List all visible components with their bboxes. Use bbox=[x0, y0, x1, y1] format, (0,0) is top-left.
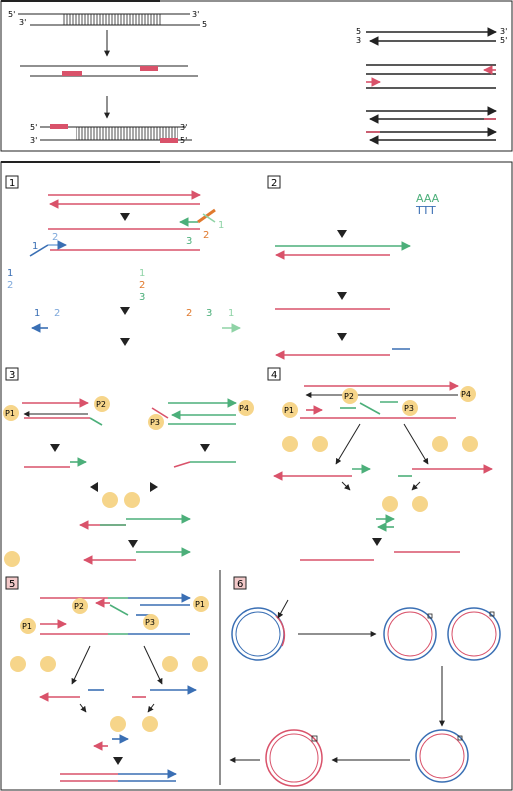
label-5prime: 5 bbox=[356, 27, 361, 36]
label-5prime: 5' bbox=[180, 136, 187, 145]
primer-label: P4 bbox=[461, 390, 471, 399]
label-3prime: 3 bbox=[356, 36, 361, 45]
primer-circle bbox=[412, 496, 428, 512]
panel-label: 6 bbox=[237, 579, 243, 590]
legend-1: 1 bbox=[7, 268, 13, 279]
primer-circle bbox=[192, 656, 208, 672]
extended-duplex: 5' 3' 3' 5' bbox=[30, 123, 192, 145]
primer-circle bbox=[312, 436, 328, 452]
primer-p2 bbox=[342, 388, 358, 404]
label-3prime: 3' bbox=[180, 123, 187, 132]
panel-label: 4 bbox=[271, 370, 277, 381]
panel-2: 2 AAA TTT bbox=[267, 175, 440, 360]
label-2: 2 bbox=[203, 230, 209, 241]
plasmid-2 bbox=[383, 607, 437, 661]
primer-label: P4 bbox=[239, 404, 249, 413]
primer-label: P1 bbox=[5, 409, 15, 418]
label-1: 1 bbox=[218, 220, 224, 231]
label-1: 1 bbox=[32, 241, 38, 252]
primer-circle bbox=[124, 492, 140, 508]
primer-label: P3 bbox=[404, 404, 414, 413]
primer-label: P1 bbox=[22, 622, 32, 631]
primer-p1 bbox=[3, 405, 19, 421]
primer-circle bbox=[432, 436, 448, 452]
label-5prime: 5' bbox=[8, 10, 15, 19]
panel-5: 5 P1 P2 P3 P1 bbox=[5, 576, 209, 782]
panel-label: 5 bbox=[9, 579, 15, 590]
primer-label: P1 bbox=[284, 406, 294, 415]
panel-label-box bbox=[5, 175, 19, 189]
primer-p4 bbox=[238, 400, 254, 416]
label-5prime: 5 bbox=[202, 20, 207, 29]
primer-p3 bbox=[402, 400, 418, 416]
primer-circle bbox=[40, 656, 56, 672]
primer-circle bbox=[4, 551, 20, 567]
primer-circle bbox=[102, 492, 118, 508]
primer-p1 bbox=[20, 618, 36, 634]
plasmid-5 bbox=[265, 729, 323, 787]
label-1: 1 bbox=[228, 308, 234, 319]
sequence-aaa: AAA bbox=[416, 192, 440, 205]
label-3prime: 3' bbox=[30, 136, 37, 145]
plasmid-3 bbox=[447, 607, 501, 661]
primer-p3 bbox=[148, 414, 164, 430]
primer-p2 bbox=[72, 598, 88, 614]
primer-label: P1 bbox=[195, 600, 205, 609]
primer-circle bbox=[110, 716, 126, 732]
primer-label: P2 bbox=[344, 392, 354, 401]
panel-label: 1 bbox=[9, 178, 15, 189]
label-5prime: 5' bbox=[30, 123, 37, 132]
primer-p1 bbox=[282, 402, 298, 418]
label-3: 3 bbox=[186, 236, 192, 247]
legend-1: 1 bbox=[139, 268, 145, 279]
primer-p2 bbox=[94, 396, 110, 412]
label-3: 3 bbox=[206, 308, 212, 319]
top-panel: 5' 3' 3' 5 5' 3' 3' 5' bbox=[0, 0, 513, 152]
sequence-ttt: TTT bbox=[415, 204, 436, 217]
primer-label: P2 bbox=[74, 602, 84, 611]
primer-p1 bbox=[193, 596, 209, 612]
primer-label: P3 bbox=[150, 418, 160, 427]
panel-6: 6 bbox=[229, 576, 501, 787]
label-1: 1 bbox=[34, 308, 40, 319]
label-3prime: 3' bbox=[192, 10, 199, 19]
panel-3: 3 P1 P2 P3 P4 bbox=[3, 367, 254, 567]
primer-circle bbox=[142, 716, 158, 732]
label-2: 2 bbox=[186, 308, 192, 319]
label-3prime: 3' bbox=[19, 18, 26, 27]
label-2: 2 bbox=[52, 232, 58, 243]
plasmid-1 bbox=[231, 599, 289, 661]
label-3prime: 3' bbox=[500, 27, 507, 36]
legend-2: 2 bbox=[139, 280, 145, 291]
primer-circle bbox=[282, 436, 298, 452]
dsdna-duplex: 5' 3' 3' 5 bbox=[8, 10, 207, 29]
label-2: 2 bbox=[54, 308, 60, 319]
label-5prime: 5' bbox=[500, 36, 507, 45]
primer-label: P2 bbox=[96, 400, 106, 409]
legend-3: 3 bbox=[139, 292, 145, 303]
separated-strands bbox=[20, 65, 198, 77]
plasmid-4 bbox=[415, 729, 469, 783]
panel-4: 4 P4 P2 P3 P1 bbox=[267, 367, 493, 561]
primer-p4 bbox=[460, 386, 476, 402]
primer-circle bbox=[462, 436, 478, 452]
legend-2: 2 bbox=[7, 280, 13, 291]
primer-label: P3 bbox=[145, 618, 155, 627]
top-right-schematic: 5 3 3' 5' bbox=[356, 27, 507, 145]
panel-label: 3 bbox=[9, 370, 15, 381]
primer-block bbox=[62, 71, 82, 76]
primer-block bbox=[140, 66, 158, 71]
bottom-panel-frame bbox=[0, 161, 513, 791]
arrowhead-down bbox=[120, 213, 130, 221]
panel-1: 1 1 2 3 2 1 1 2 1 2 3 1 2 2 3 1 bbox=[5, 175, 241, 346]
primer-circle bbox=[382, 496, 398, 512]
primer-circle bbox=[162, 656, 178, 672]
panel-label: 2 bbox=[271, 178, 277, 189]
primer-circle bbox=[10, 656, 26, 672]
primer-p3 bbox=[143, 614, 159, 630]
